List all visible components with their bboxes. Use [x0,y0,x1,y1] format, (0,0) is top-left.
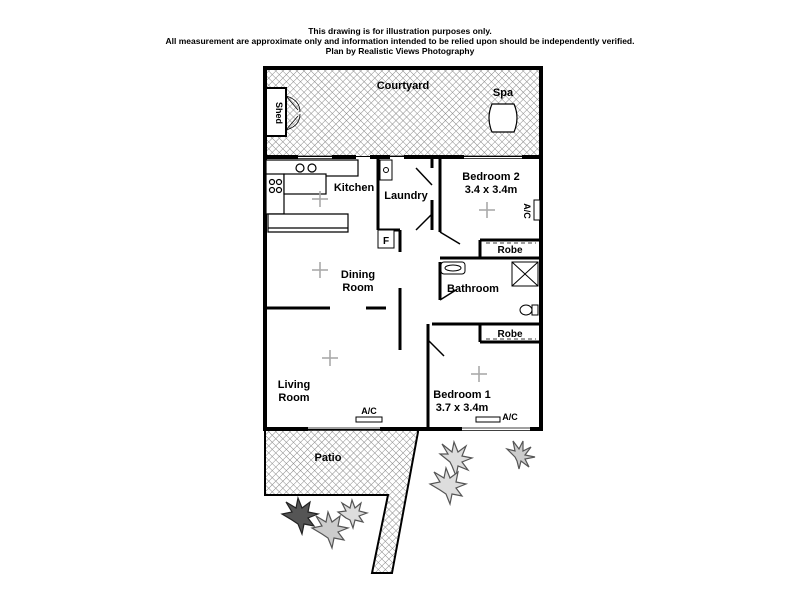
shed [265,87,301,137]
disclaimer-line-3: Plan by Realistic Views Photography [325,46,475,56]
plant-icon [336,497,370,531]
disclaimer-line-2: All measurement are approximate only and… [165,36,635,46]
robe-label: Robe [498,329,523,340]
plant-icon [280,495,321,537]
plant-icon [428,465,469,507]
ac-label: A/C [502,412,518,422]
windows [298,155,543,431]
robe-label: Robe [498,245,523,256]
dining-room-label: Dining [341,269,375,281]
kitchen-label: Kitchen [334,182,375,194]
door-swings [415,167,461,357]
shed-label: Shed [274,102,284,124]
light-markers [312,191,495,382]
living-room-label: Living [278,379,310,391]
spa [488,103,518,133]
plant-icon [438,439,475,479]
bathroom-label: Bathroom [447,283,499,295]
exterior-walls [263,155,543,431]
fridge-space [377,229,395,249]
ac-label: A/C [361,406,377,416]
disclaimer-line-1: This drawing is for illustration purpose… [308,26,492,36]
bedroom-2-size: 3.4 x 3.4m [465,184,518,196]
fridge-label: F [383,236,389,247]
ac-label: A/C [522,203,532,219]
patio-area [264,428,419,574]
dining-room-label-2: Room [342,282,373,294]
plant-icon [310,509,351,551]
courtyard-label: Courtyard [377,80,430,92]
laundry-tub [379,159,393,181]
kitchen-benches [265,159,359,233]
disclaimer: This drawing is for illustration purpose… [0,26,800,56]
living-room-label-2: Room [278,392,309,404]
bedroom-1-label: Bedroom 1 [433,389,490,401]
bedroom-2-label: Bedroom 2 [462,171,519,183]
patio-label: Patio [315,452,342,464]
laundry-label: Laundry [384,190,428,202]
spa-label: Spa [493,87,514,99]
ac-units [355,199,541,423]
bathroom-fixtures [440,261,539,316]
bedroom-1-size: 3.7 x 3.4m [436,402,489,414]
plant-icon [505,440,536,470]
robe-rails [486,242,536,340]
